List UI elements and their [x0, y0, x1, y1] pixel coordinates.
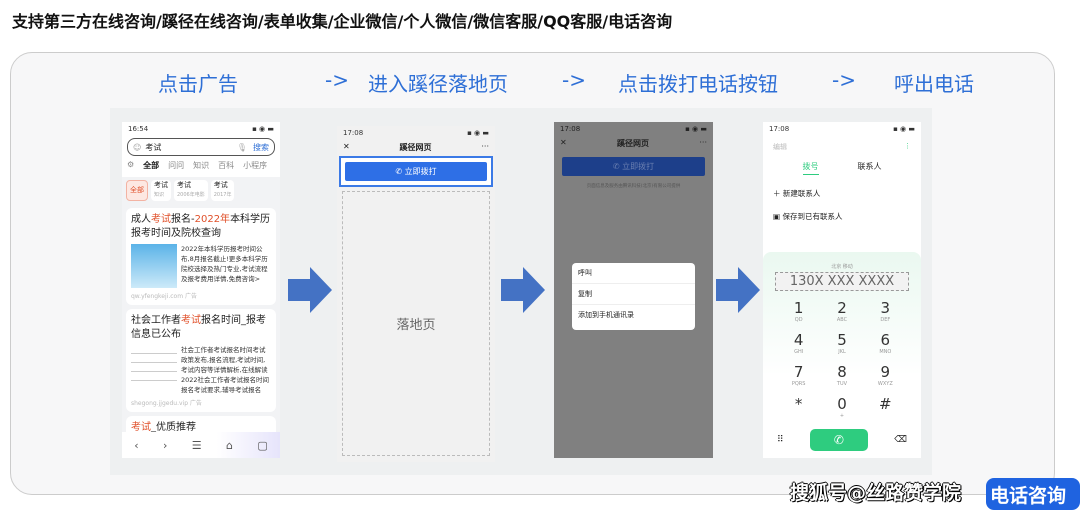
menu-item-copy[interactable]: 复制: [572, 284, 695, 305]
more-icon[interactable]: ···: [481, 142, 489, 151]
search-input[interactable]: ☺ 考试 🎙 搜索: [127, 138, 275, 156]
tab-all[interactable]: 全部: [143, 161, 160, 170]
page-header: ✕蹊径网页···: [560, 138, 707, 148]
result-thumbnail: [131, 244, 177, 288]
status-time: 17:08: [343, 129, 364, 137]
step-click-call: 点击拨打电话按钮: [618, 72, 778, 96]
action-new-contact[interactable]: ＋ 新建联系人: [773, 189, 821, 198]
arrow-right-icon: [501, 267, 545, 313]
phone-icon: ✆: [833, 433, 844, 447]
call-button[interactable]: ✆: [809, 429, 868, 451]
tab-baike[interactable]: 百科: [218, 161, 235, 170]
chip[interactable]: 全部: [126, 180, 148, 201]
bottom-nav: ‹ › ☰ ⌂ ▢: [122, 432, 280, 458]
phone-dialer: 17:08▪ ◉ ▬ 编辑⋮ 拨号 联系人 ＋ 新建联系人 ▣ 保存到已有联系人…: [763, 122, 921, 458]
carrier-location: 北京 移动: [831, 264, 853, 270]
menu-item-call[interactable]: 呼叫: [572, 263, 695, 284]
phone-consult-badge: 电话咨询: [986, 478, 1080, 510]
tab-knowledge[interactable]: 知识: [193, 161, 210, 170]
tab-contacts[interactable]: 联系人: [857, 162, 882, 171]
tab-ask[interactable]: 问问: [168, 161, 185, 170]
step-click-ad: 点击广告: [158, 72, 238, 96]
tabs-icon[interactable]: ▢: [257, 438, 268, 452]
arrow-right-icon: [716, 267, 760, 313]
call-action-menu: 呼叫 复制 添加到手机通讯录: [572, 263, 695, 330]
back-icon[interactable]: ‹: [134, 438, 139, 452]
phone-icon: ✆: [395, 167, 403, 176]
phone-call-menu: 17:08▪ ◉ ▬ ✕蹊径网页··· ✆ 立即拨打 页面信息及服务由腾讯科技(…: [554, 122, 713, 458]
phone-search-results: 16:54▪ ◉ ▬ ☺ 考试 🎙 搜索 ⚙ 全部 问问 知识 百科 小程序 全…: [122, 122, 280, 458]
settings-icon[interactable]: ⚙: [127, 160, 135, 169]
save-icon: ▣: [773, 212, 781, 221]
status-time: 16:54: [128, 125, 149, 133]
call-now-button[interactable]: ✆ 立即拨打: [562, 157, 705, 176]
step-call-out: 呼出电话: [894, 72, 974, 96]
step-sep: ->: [325, 68, 349, 92]
home-icon[interactable]: ⌂: [226, 438, 233, 452]
result-thumbnail: [131, 345, 177, 389]
more-icon[interactable]: ⋮: [904, 142, 911, 150]
phone-landing-page: 17:08▪ ◉ ▬ ✕蹊径网页··· ✆ 立即拨打 落地页: [337, 126, 495, 462]
menu-item-add-contact[interactable]: 添加到手机通讯录: [578, 311, 634, 319]
dialed-number[interactable]: 130X XXX XXXX: [775, 272, 909, 291]
plus-icon: ＋: [773, 189, 781, 198]
action-save-existing[interactable]: ▣ 保存到已有联系人: [773, 212, 843, 221]
result-card[interactable]: 成人考试报名-2022年本科学历报考时间及院校查询 2022年本科学历报考时间公…: [126, 208, 276, 305]
page-title: 支持第三方在线咨询/蹊径在线咨询/表单收集/企业微信/个人微信/微信客服/QQ客…: [12, 12, 673, 31]
search-value: 考试: [145, 142, 162, 152]
close-icon[interactable]: ✕: [343, 142, 350, 151]
status-time: 17:08: [769, 125, 790, 133]
backspace-icon[interactable]: ⌫: [894, 435, 907, 445]
tab-miniprogram[interactable]: 小程序: [243, 161, 268, 170]
watermark: 搜狐号@丝路赞学院: [790, 482, 962, 504]
dial-key[interactable]: #: [879, 395, 892, 413]
call-button-highlight: ✆ 立即拨打: [339, 156, 493, 187]
step-sep: ->: [832, 68, 856, 92]
mic-icon[interactable]: 🎙: [236, 142, 247, 152]
edit-button[interactable]: 编辑: [773, 143, 787, 151]
call-now-button[interactable]: ✆ 立即拨打: [345, 162, 487, 181]
dial-key[interactable]: *: [794, 395, 803, 413]
step-sep: ->: [562, 68, 586, 92]
arrow-right-icon: [288, 267, 332, 313]
step-enter-landing: 进入蹊径落地页: [368, 72, 508, 96]
keypad-icon[interactable]: ⠿: [777, 435, 784, 445]
dial-key[interactable]: 0+: [837, 395, 847, 419]
close-icon[interactable]: ✕: [560, 138, 567, 147]
more-icon[interactable]: ···: [699, 138, 707, 147]
menu-icon[interactable]: ☰: [191, 438, 202, 452]
tab-dial[interactable]: 拨号: [802, 161, 819, 175]
status-time: 17:08: [560, 125, 581, 133]
chip[interactable]: 考试知识: [151, 180, 171, 201]
forward-icon[interactable]: ›: [162, 438, 168, 452]
search-tabs: ⚙ 全部 问问 知识 百科 小程序: [127, 156, 275, 175]
search-button[interactable]: 搜索: [253, 142, 269, 152]
provider-notice: 页面信息及服务由腾讯科技(北京)有限公司提供: [586, 184, 681, 189]
result-card[interactable]: 社会工作者考试报名时间_报考信息已公布 社会工作者考试报名时间考试政策发布,报名…: [126, 309, 276, 412]
search-icon: ☺: [133, 142, 142, 152]
page-header: ✕蹊径网页···: [343, 142, 489, 152]
landing-body: 落地页: [342, 191, 490, 456]
